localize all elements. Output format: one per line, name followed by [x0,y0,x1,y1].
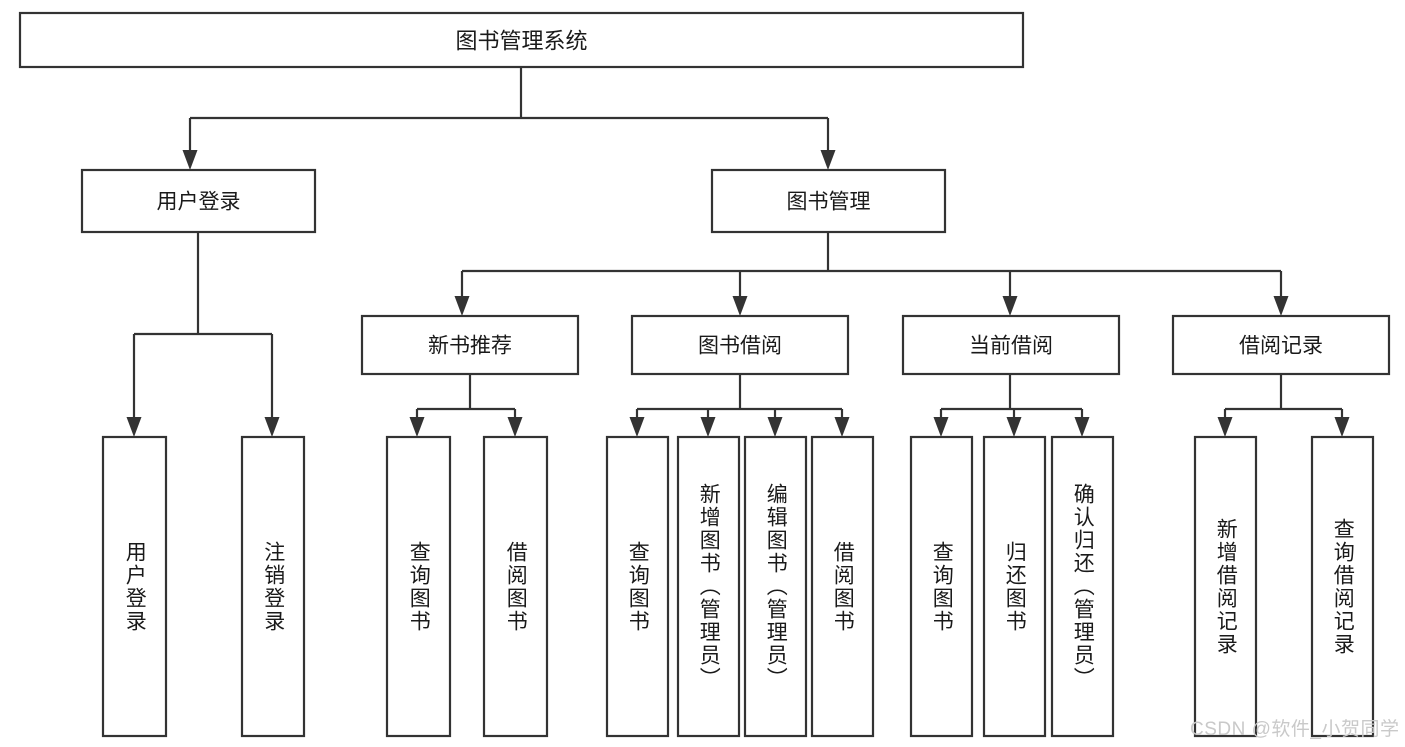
user-login-arrow-0 [126,417,142,437]
leaf-leaf-add-borrow-record-box[interactable] [1193,435,1258,738]
book-management-arrow-0 [454,296,470,316]
leaf-leaf-confirm-return-admin-box[interactable] [1050,435,1115,738]
node-borrow-records-box[interactable] [1171,314,1391,376]
current-borrow-arrow-2 [1074,417,1090,437]
leaf-leaf-add-book-admin-box[interactable] [676,435,741,738]
root-node-box[interactable] [18,11,1025,69]
node-new-book-recommend-label: 新书推荐 [428,335,512,358]
book-management-arrow-2 [1002,296,1018,316]
book-borrow-arrow-2 [767,417,783,437]
book-borrow-arrow-0 [629,417,645,437]
leaf-leaf-borrow-book-rec-box[interactable] [482,435,549,738]
current-borrow-arrow-1 [1006,417,1022,437]
new-book-recommend-arrow-1 [507,417,523,437]
leaf-leaf-query-book-rec-box[interactable] [385,435,452,738]
node-book-borrow-box[interactable] [630,314,850,376]
leaf-leaf-edit-book-admin-box[interactable] [743,435,808,738]
node-box-layer [18,11,1391,738]
new-book-recommend-arrow-0 [409,417,425,437]
node-book-management-label: 图书管理 [787,191,871,214]
node-book-management-box[interactable] [710,168,947,234]
borrow-records-arrow-1 [1334,417,1350,437]
leaf-leaf-borrow-book-borrow-box[interactable] [810,435,875,738]
root-node-label: 图书管理系统 [455,29,587,54]
leaf-leaf-user-login-box[interactable] [101,435,168,738]
book-borrow-arrow-3 [834,417,850,437]
node-user-login-box[interactable] [80,168,317,234]
connector-layer [126,67,1350,437]
node-book-borrow-label: 图书借阅 [698,335,782,358]
node-borrow-records-label: 借阅记录 [1239,335,1323,358]
book-borrow-arrow-1 [700,417,716,437]
node-user-login-label: 用户登录 [157,191,241,214]
leaf-leaf-query-book-borrow-box[interactable] [605,435,670,738]
root-arrow-1 [820,150,836,170]
node-new-book-recommend-box[interactable] [360,314,580,376]
leaf-leaf-query-borrow-record-box[interactable] [1310,435,1375,738]
root-arrow-0 [182,150,198,170]
current-borrow-arrow-0 [933,417,949,437]
node-current-borrow-box[interactable] [901,314,1121,376]
node-current-borrow-label: 当前借阅 [969,335,1053,358]
book-management-arrow-3 [1273,296,1289,316]
user-login-arrow-1 [264,417,280,437]
borrow-records-arrow-0 [1217,417,1233,437]
leaf-leaf-return-book-box[interactable] [982,435,1047,738]
book-management-arrow-1 [732,296,748,316]
leaf-leaf-logout-login-box[interactable] [240,435,306,738]
leaf-leaf-query-book-current-box[interactable] [909,435,974,738]
